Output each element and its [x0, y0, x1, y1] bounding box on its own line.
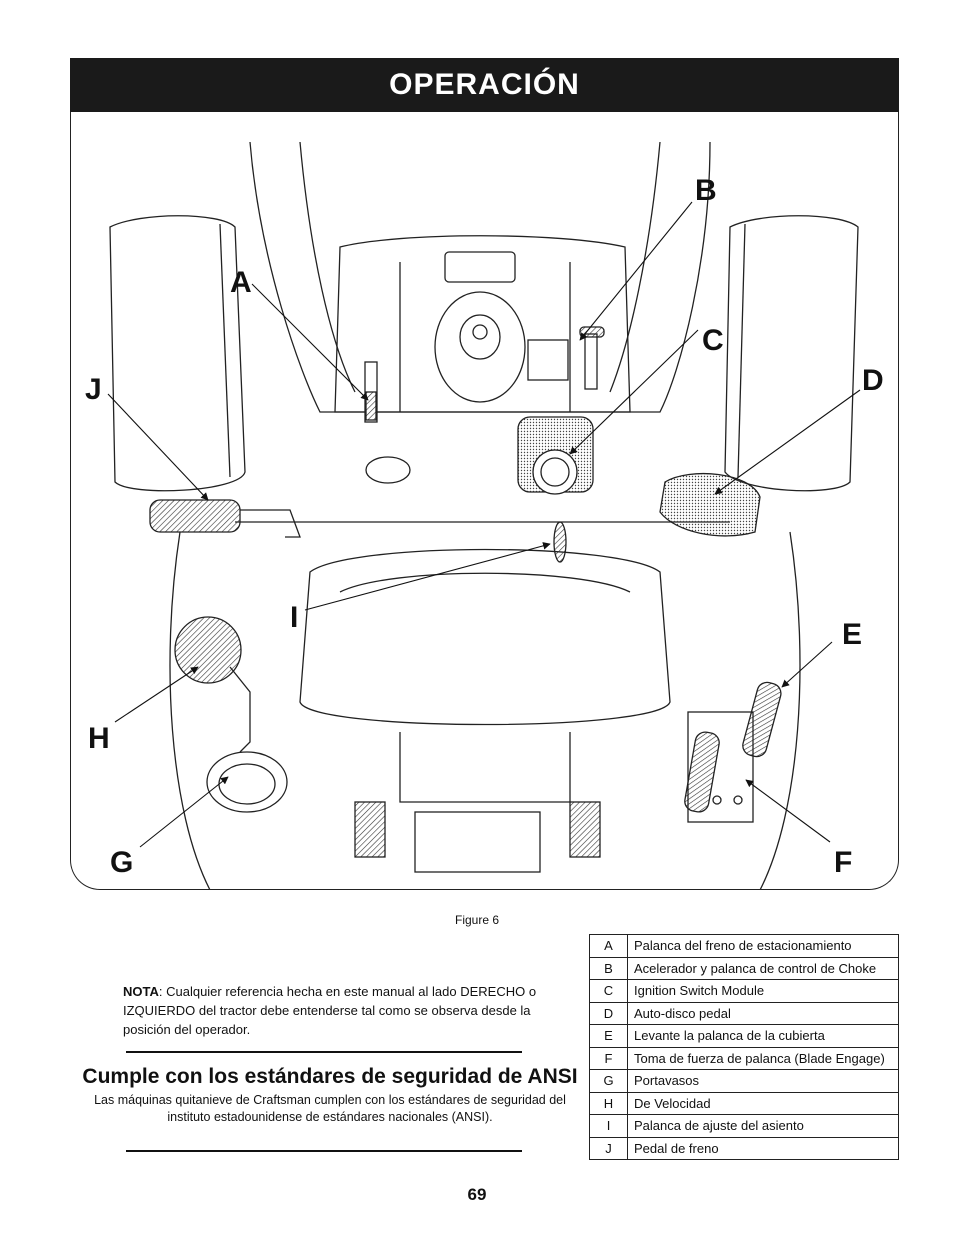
callout-j: J	[85, 373, 102, 406]
callout-d: D	[862, 364, 884, 397]
nota-text: : Cualquier referencia hecha en este man…	[123, 984, 537, 1037]
legend-key: I	[589, 1114, 628, 1138]
right-rear-tire	[724, 215, 859, 492]
callout-h: H	[88, 722, 110, 755]
auto-disc-pedal	[659, 472, 761, 537]
legend-key: D	[589, 1001, 628, 1025]
tractor-controls-figure: A B C D E F G H I J	[85, 141, 884, 890]
legend-label: Portavasos	[627, 1069, 899, 1093]
legend-key: G	[589, 1069, 628, 1093]
legend-key: F	[589, 1046, 628, 1070]
section-title: OPERACIÓN	[389, 68, 580, 101]
legend-label: Acelerador y palanca de control de Choke	[627, 956, 899, 980]
legend-label: Palanca del freno de estacionamiento	[627, 934, 899, 958]
deck-lift-lever	[742, 681, 782, 758]
legend-key: J	[589, 1136, 628, 1160]
legend-label: Auto-disco pedal	[627, 1001, 899, 1025]
legend-label: Levante la palanca de la cubierta	[627, 1024, 899, 1048]
section-header: OPERACIÓN	[70, 58, 899, 112]
callout-c: C	[702, 324, 724, 357]
cup-holder	[206, 751, 288, 813]
dash-panel	[334, 235, 631, 413]
seat-springs	[354, 801, 601, 858]
legend-label: Toma de fuerza de palanca (Blade Engage)	[627, 1046, 899, 1070]
brake-pedal	[149, 499, 241, 533]
legend-label: De Velocidad	[627, 1091, 899, 1115]
legend-key: C	[589, 979, 628, 1003]
seat	[299, 548, 671, 726]
figure-frame	[70, 112, 899, 890]
divider-bottom	[126, 1150, 522, 1152]
callout-i: I	[290, 601, 298, 634]
legend-label: Ignition Switch Module	[627, 979, 899, 1003]
callout-b: B	[695, 174, 717, 207]
ansi-body: Las máquinas quitanieve de Craftsman cum…	[94, 1093, 566, 1124]
legend-label: Palanca de ajuste del asiento	[627, 1114, 899, 1138]
figure-caption: Figure 6	[454, 913, 500, 927]
legend-key: E	[589, 1024, 628, 1048]
callout-g: G	[110, 846, 133, 879]
speed-lever-knob	[174, 616, 242, 684]
nota-paragraph: NOTA: Cualquier referencia hecha en este…	[123, 982, 543, 1039]
legend-key: A	[589, 934, 628, 958]
left-rear-tire	[109, 215, 246, 492]
legend-key: H	[589, 1091, 628, 1115]
pto-lever	[684, 731, 720, 813]
legend-key: B	[589, 956, 628, 980]
ansi-title: Cumple con los estándares de seguridad d…	[82, 1065, 578, 1088]
nota-label: NOTA	[123, 984, 159, 999]
callout-e: E	[842, 618, 862, 651]
page-number: 69	[467, 1185, 487, 1204]
divider-top	[126, 1051, 522, 1053]
callout-f: F	[834, 846, 852, 879]
legend-label: Pedal de freno	[627, 1136, 899, 1160]
callout-a: A	[230, 266, 252, 299]
